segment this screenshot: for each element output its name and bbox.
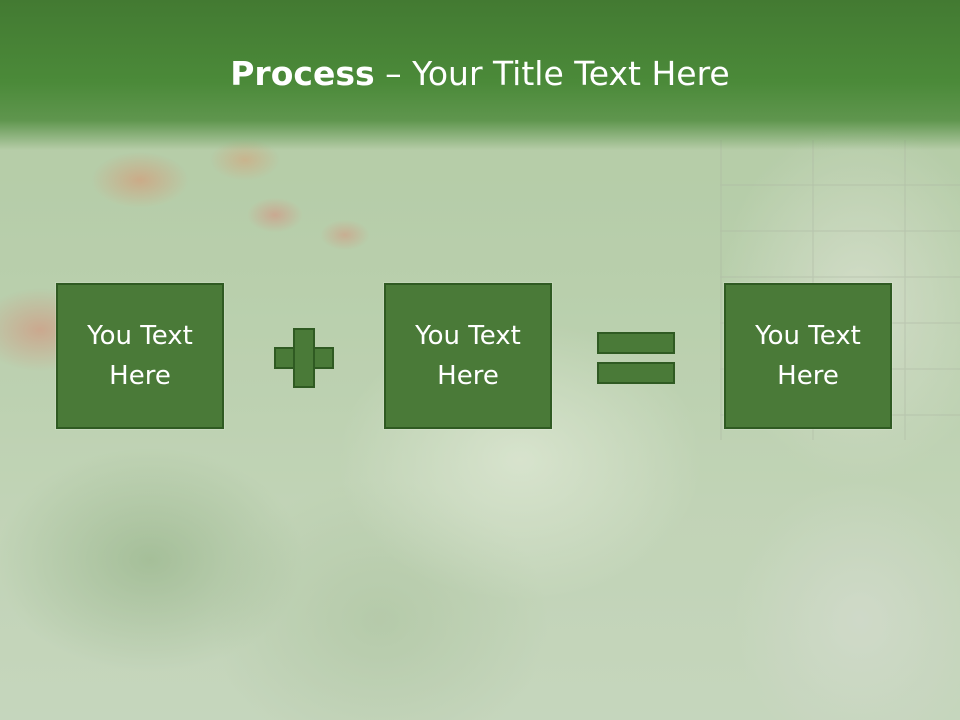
text-box-3-line2: Here bbox=[777, 361, 839, 391]
title-band bbox=[0, 0, 960, 150]
plus-icon bbox=[274, 328, 334, 388]
slide-title: Process – Your Title Text Here bbox=[0, 52, 960, 96]
equals-icon bbox=[597, 332, 675, 384]
text-box-2-line2: Here bbox=[437, 361, 499, 391]
equals-top-bar bbox=[597, 332, 675, 354]
title-rest-text: – Your Title Text Here bbox=[374, 54, 730, 93]
text-box-2-line1: You Text bbox=[415, 321, 521, 351]
text-box-1-label: You Text Here bbox=[87, 316, 193, 396]
title-bold-text: Process bbox=[230, 54, 375, 93]
text-box-3-label: You Text Here bbox=[755, 316, 861, 396]
text-box-1-line1: You Text bbox=[87, 321, 193, 351]
text-box-1[interactable]: You Text Here bbox=[56, 283, 224, 429]
equals-bottom-bar bbox=[597, 362, 675, 384]
text-box-1-line2: Here bbox=[109, 361, 171, 391]
text-box-3[interactable]: You Text Here bbox=[724, 283, 892, 429]
text-box-2[interactable]: You Text Here bbox=[384, 283, 552, 429]
plus-center bbox=[295, 349, 313, 367]
text-box-2-label: You Text Here bbox=[415, 316, 521, 396]
text-box-3-line1: You Text bbox=[755, 321, 861, 351]
